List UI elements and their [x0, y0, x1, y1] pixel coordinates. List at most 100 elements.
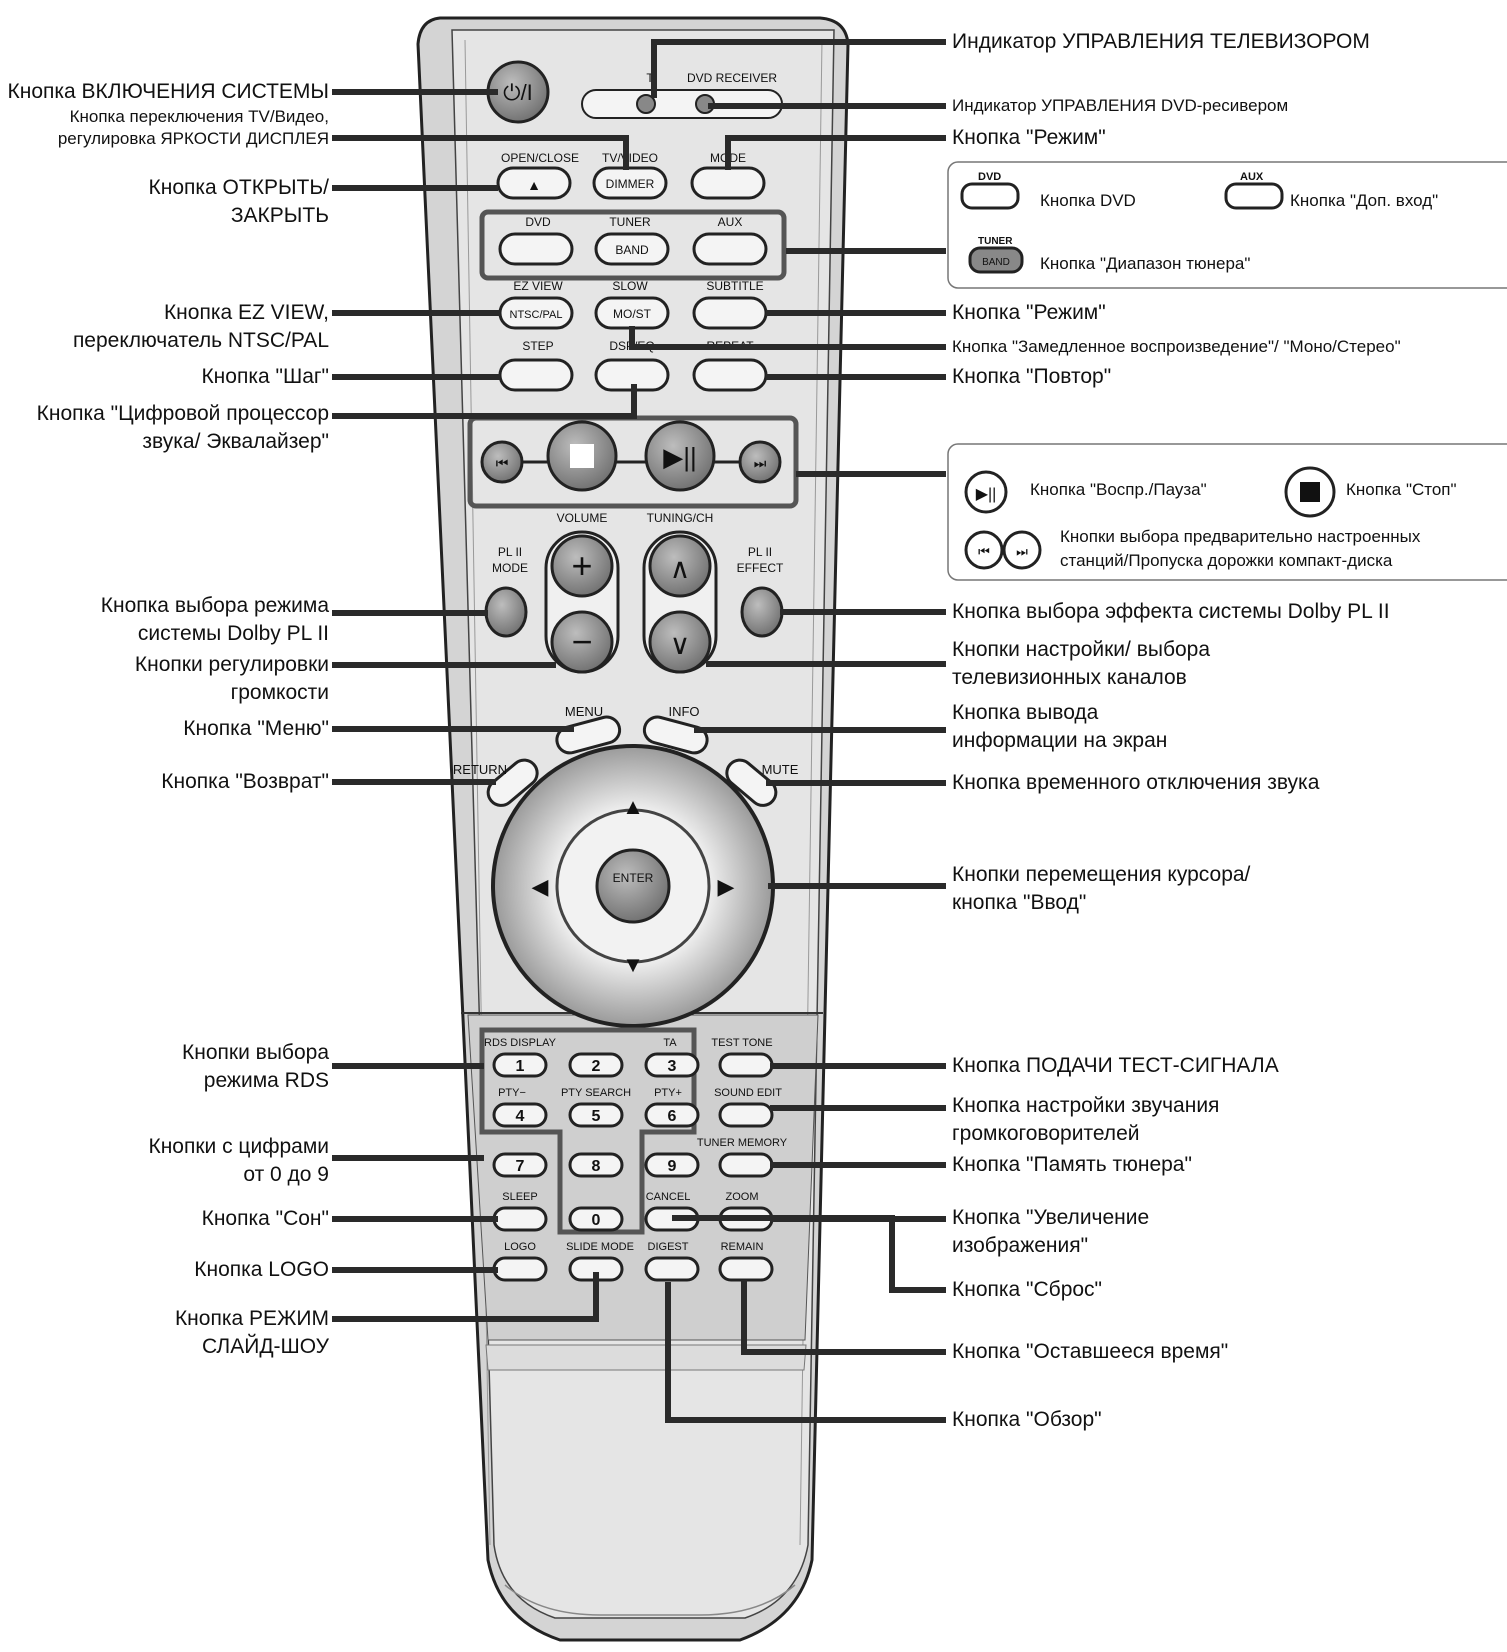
box-skip-label-1: Кнопки выбора предварительно настроенных [1060, 527, 1421, 546]
svg-text:PTY SEARCH: PTY SEARCH [561, 1087, 631, 1099]
svg-text:EZ VIEW: EZ VIEW [513, 279, 563, 293]
label-mute: Кнопка временного отключения звука [952, 771, 1320, 794]
label-power: Кнопка ВКЛЮЧЕНИЯ СИСТЕМЫ [7, 80, 330, 103]
label-tv-video: Кнопка переключения TV/Видео, [69, 107, 329, 126]
svg-text:TA: TA [663, 1037, 677, 1049]
box-dvd-label: Кнопка DVD [1040, 191, 1136, 210]
label-dimmer: регулировка ЯРКОСТИ ДИСПЛЕЯ [57, 129, 329, 148]
svg-text:RDS DISPLAY: RDS DISPLAY [484, 1037, 557, 1049]
label-rds: Кнопки выбора [182, 1041, 329, 1064]
svg-text:PL II: PL II [748, 545, 772, 559]
label-zoom-2: изображения" [952, 1234, 1089, 1257]
svg-text:TUNING/CH: TUNING/CH [647, 511, 714, 525]
svg-text:NTSC/PAL: NTSC/PAL [510, 309, 563, 321]
svg-text:DIGEST: DIGEST [648, 1241, 689, 1253]
label-sound-edit-2: громкоговорителей [952, 1122, 1140, 1145]
svg-text:BAND: BAND [615, 243, 649, 257]
svg-text:+: + [571, 545, 592, 586]
svg-text:4: 4 [516, 1108, 525, 1125]
svg-text:SUBTITLE: SUBTITLE [706, 279, 763, 293]
row-top-buttons: OPEN/CLOSE TV/VIDEO MODE ▲ DIMMER [496, 151, 766, 200]
label-info: Кнопка вывода [952, 701, 1099, 724]
digit-keys: 1 2 3 4 5 6 7 8 9 0 [516, 1058, 677, 1229]
svg-text:▼: ▼ [622, 952, 644, 977]
label-ez-view: Кнопка EZ VIEW, [163, 301, 329, 324]
svg-text:2: 2 [592, 1058, 601, 1075]
svg-text:OPEN/CLOSE: OPEN/CLOSE [501, 151, 579, 165]
svg-text:3: 3 [668, 1058, 677, 1075]
label-ntsc-pal: переключатель NTSC/PAL [72, 329, 329, 352]
label-slide-mode: Кнопка РЕЖИМ [174, 1307, 329, 1330]
svg-text:PL II: PL II [498, 545, 522, 559]
label-subtitle: Кнопка "Режим" [952, 301, 1106, 324]
svg-text:1: 1 [516, 1058, 525, 1075]
svg-text:▶||: ▶|| [663, 442, 697, 472]
source-buttons-box [947, 161, 1507, 289]
power-icon: ⏻/I [503, 80, 533, 105]
svg-text:6: 6 [668, 1108, 677, 1125]
label-zoom: Кнопка "Увеличение [952, 1206, 1150, 1229]
svg-text:PTY+: PTY+ [654, 1087, 682, 1099]
svg-text:▲: ▲ [622, 794, 644, 819]
svg-text:LOGO: LOGO [504, 1241, 536, 1253]
svg-text:9: 9 [668, 1158, 677, 1175]
box-aux-label: Кнопка "Доп. вход" [1290, 191, 1439, 210]
label-slide-mode-2: СЛАЙД-ШОУ [201, 1335, 329, 1358]
svg-text:BAND: BAND [982, 257, 1010, 268]
label-cursor: Кнопки перемещения курсора/ [952, 863, 1251, 886]
svg-text:⏭: ⏭ [1016, 544, 1028, 559]
label-sleep: Кнопка "Сон" [201, 1207, 329, 1230]
playback-buttons-box [947, 443, 1507, 581]
svg-text:INFO: INFO [668, 704, 699, 719]
box-stop-label: Кнопка "Стоп" [1346, 480, 1457, 499]
label-step: Кнопка "Шаг" [201, 365, 329, 388]
svg-text:CANCEL: CANCEL [646, 1191, 691, 1203]
svg-text:ZOOM: ZOOM [726, 1191, 759, 1203]
label-cancel: Кнопка "Сброс" [952, 1278, 1103, 1301]
svg-text:▶||: ▶|| [976, 486, 997, 503]
svg-text:⏮: ⏮ [978, 544, 990, 559]
label-test-tone: Кнопка ПОДАЧИ ТЕСТ-СИГНАЛА [952, 1054, 1279, 1077]
label-menu: Кнопка "Меню" [183, 717, 329, 740]
svg-text:PTY−: PTY− [498, 1087, 526, 1099]
svg-text:⏭: ⏭ [754, 455, 767, 471]
svg-text:REMAIN: REMAIN [721, 1241, 764, 1253]
label-dsp-2: звука/ Эквалайзер" [142, 430, 329, 453]
svg-text:MODE: MODE [492, 561, 528, 575]
svg-text:5: 5 [592, 1108, 601, 1125]
label-volume: Кнопки регулировки [134, 653, 329, 676]
label-tuning: Кнопки настройки/ выбора [952, 638, 1211, 661]
svg-text:SOUND EDIT: SOUND EDIT [714, 1087, 782, 1099]
label-remain: Кнопка "Оставшееся время" [952, 1340, 1229, 1363]
svg-text:SLIDE MODE: SLIDE MODE [566, 1241, 634, 1253]
label-mode: Кнопка "Режим" [952, 126, 1106, 149]
svg-text:−: − [571, 621, 592, 662]
svg-text:T: T [646, 71, 654, 85]
svg-text:▶: ▶ [718, 874, 735, 899]
svg-text:MO/ST: MO/ST [613, 307, 652, 321]
svg-text:RETURN: RETURN [453, 762, 507, 777]
svg-text:STEP: STEP [522, 339, 553, 353]
svg-text:∨: ∨ [670, 629, 691, 660]
label-rds-2: режима RDS [203, 1069, 329, 1092]
svg-text:TEST TONE: TEST TONE [711, 1037, 772, 1049]
label-open-close: Кнопка ОТКРЫТЬ/ [148, 176, 329, 199]
svg-text:∧: ∧ [670, 553, 691, 584]
label-logo: Кнопка LOGO [194, 1258, 329, 1281]
svg-text:AUX: AUX [718, 215, 743, 229]
svg-text:AUX: AUX [1240, 171, 1264, 183]
box-play-label: Кнопка "Воспр./Пауза" [1030, 480, 1207, 499]
label-cursor-2: кнопка "Ввод" [952, 891, 1087, 914]
label-pl2-effect: Кнопка выбора эффекта системы Dolby PL I… [952, 600, 1390, 623]
box-skip-label-2: станций/Пропуска дорожки компакт-диска [1060, 551, 1393, 570]
label-dvd-indicator: Индикатор УПРАВЛЕНИЯ DVD-ресивером [952, 96, 1289, 115]
keypad-buttons [492, 1052, 774, 1282]
svg-text:DVD: DVD [525, 215, 551, 229]
svg-text:⏮: ⏮ [496, 455, 509, 471]
label-sound-edit: Кнопка настройки звучания [952, 1094, 1220, 1117]
label-return: Кнопка "Возврат" [161, 770, 329, 793]
svg-text:ENTER: ENTER [613, 871, 654, 885]
svg-text:0: 0 [592, 1212, 601, 1229]
